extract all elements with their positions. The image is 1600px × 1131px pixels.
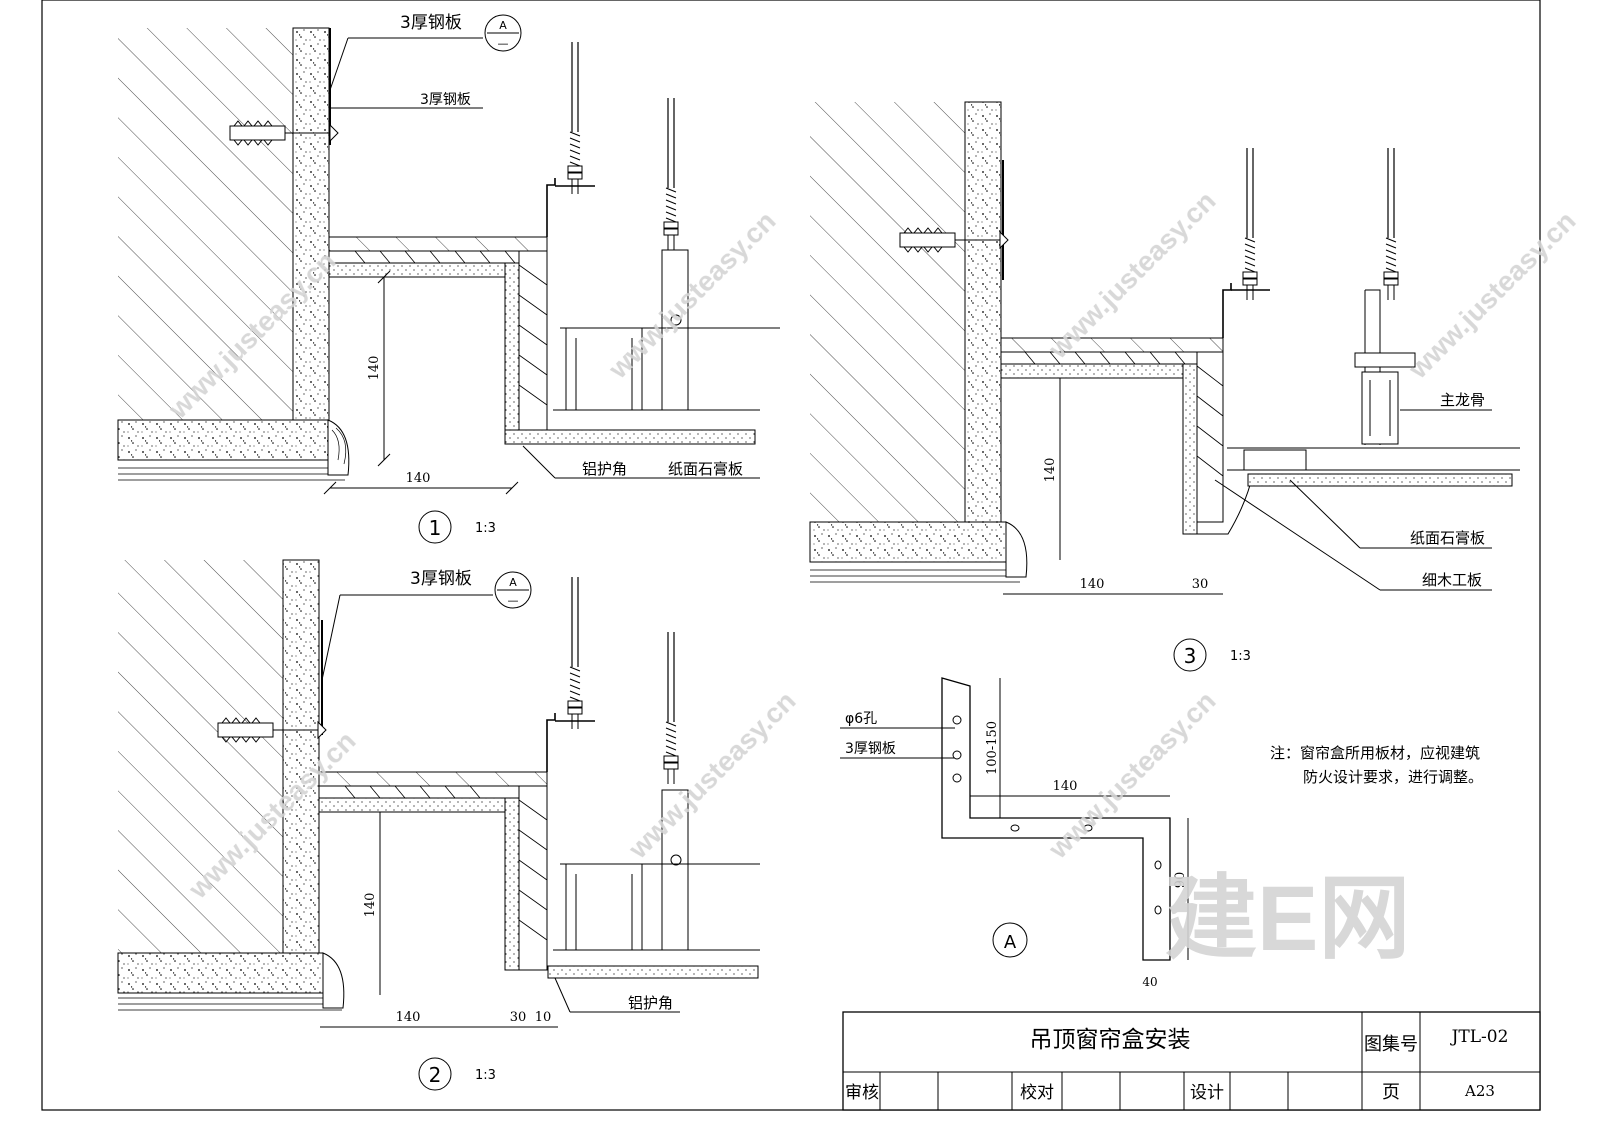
wall-plaster bbox=[292, 27, 330, 421]
detail-a: 100-150 140 90 40 φ6孔 3厚钢板 A bbox=[840, 677, 1189, 989]
svg-text:—: — bbox=[498, 37, 509, 50]
wall-hatch bbox=[118, 28, 293, 420]
svg-text:JTL-02: JTL-02 bbox=[1450, 1027, 1509, 1047]
svg-text:图集号: 图集号 bbox=[1364, 1034, 1418, 1055]
svg-text:φ6孔: φ6孔 bbox=[845, 711, 877, 727]
svg-text:140: 140 bbox=[1043, 458, 1058, 483]
dim-height: 140 bbox=[367, 356, 382, 381]
svg-text:1: 1 bbox=[429, 516, 442, 540]
svg-text:主龙骨: 主龙骨 bbox=[1440, 391, 1485, 409]
svg-text:建E网: 建E网 bbox=[1165, 868, 1410, 970]
detail-marker bbox=[418, 510, 452, 544]
dim-width: 140 bbox=[406, 471, 431, 486]
label-gypsum-board: 纸面石膏板 bbox=[668, 460, 743, 478]
label-aluminum-corner: 铝护角 bbox=[582, 460, 627, 478]
svg-text:审核: 审核 bbox=[845, 1083, 879, 1103]
detail-scale: 1:3 bbox=[475, 521, 496, 536]
note-line-1: 注：窗帘盒所用板材，应视建筑 bbox=[1270, 744, 1480, 762]
floor-slab bbox=[117, 419, 329, 461]
svg-text:3厚钢板: 3厚钢板 bbox=[410, 569, 472, 589]
svg-text:40: 40 bbox=[1142, 975, 1157, 989]
detail-3: 140 140 30 主龙骨 纸面石膏板 细木工板 3 1:3 bbox=[809, 101, 1520, 672]
note-line-2: 防火设计要求，进行调整。 bbox=[1303, 768, 1483, 786]
svg-text:30: 30 bbox=[510, 1010, 527, 1025]
svg-text:140: 140 bbox=[396, 1010, 421, 1025]
svg-text:140: 140 bbox=[363, 893, 378, 918]
svg-text:www.justeasy.cn: www.justeasy.cn bbox=[602, 205, 782, 385]
drawing-title: 吊顶窗帘盒安装 bbox=[1030, 1027, 1191, 1053]
svg-text:30: 30 bbox=[1192, 577, 1209, 592]
svg-text:www.justeasy.cn: www.justeasy.cn bbox=[1402, 205, 1582, 385]
label-steel-plate-2: 3厚钢板 bbox=[420, 92, 471, 108]
svg-text:铝护角: 铝护角 bbox=[628, 994, 673, 1012]
label-steel-plate: 3厚钢板 bbox=[400, 13, 462, 33]
svg-text:A: A bbox=[509, 576, 517, 589]
svg-text:100-150: 100-150 bbox=[985, 721, 1000, 775]
svg-text:140: 140 bbox=[1053, 779, 1078, 794]
svg-text:3厚钢板: 3厚钢板 bbox=[845, 741, 896, 757]
svg-text:140: 140 bbox=[1080, 577, 1105, 592]
svg-text:细木工板: 细木工板 bbox=[1422, 571, 1482, 589]
svg-text:2: 2 bbox=[429, 1063, 442, 1087]
svg-text:设计: 设计 bbox=[1190, 1083, 1224, 1103]
svg-text:纸面石膏板: 纸面石膏板 bbox=[1410, 529, 1485, 547]
svg-text:10: 10 bbox=[535, 1010, 552, 1025]
sheet-frame bbox=[41, 0, 1541, 1111]
svg-text:A23: A23 bbox=[1464, 1082, 1495, 1100]
svg-text:90: 90 bbox=[1173, 872, 1188, 889]
svg-text:A: A bbox=[1004, 932, 1017, 953]
svg-text:页: 页 bbox=[1382, 1082, 1400, 1103]
svg-text:3: 3 bbox=[1184, 644, 1197, 668]
svg-text:A: A bbox=[499, 19, 507, 32]
detail-1: 140 140 3厚钢板 A — 3厚钢板 铝护角 纸面石膏板 1 1:3 bbox=[117, 13, 780, 544]
svg-text:1:3: 1:3 bbox=[1230, 649, 1251, 664]
svg-text:www.justeasy.cn: www.justeasy.cn bbox=[622, 685, 802, 865]
svg-text:校对: 校对 bbox=[1020, 1083, 1054, 1103]
detail-2: 140 140 30 10 3厚钢板 A — 铝护角 2 1:3 bbox=[117, 559, 760, 1091]
svg-text:1:3: 1:3 bbox=[475, 1068, 496, 1083]
svg-text:—: — bbox=[508, 594, 519, 607]
title-block: 吊顶窗帘盒安装 图集号 JTL-02 审核 校对 设计 页 A23 bbox=[842, 1011, 1541, 1111]
